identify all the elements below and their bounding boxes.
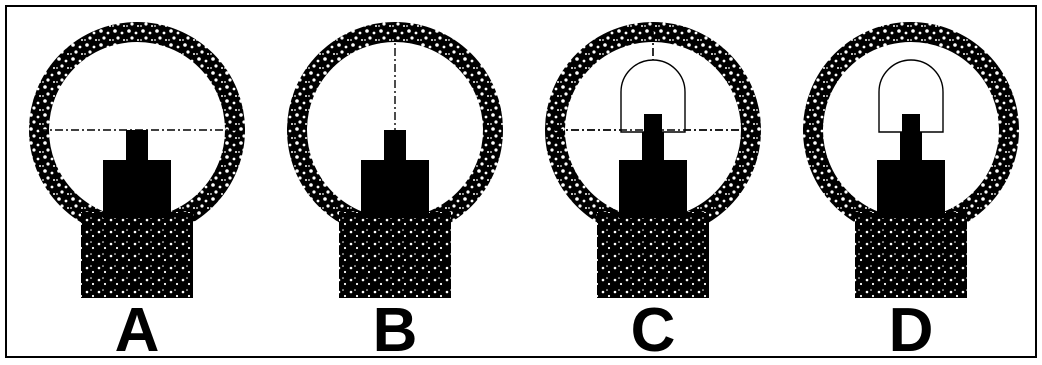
sight-base (855, 212, 967, 298)
panel-a (29, 22, 245, 298)
target-bulb-outline (620, 59, 686, 133)
sight-base (597, 212, 709, 298)
panel-b (287, 22, 503, 298)
panel-c (545, 22, 761, 298)
panel-d (803, 22, 1019, 298)
outer-border (5, 5, 1037, 358)
front-sight-post (103, 160, 171, 218)
front-sight-tip-overlay (902, 114, 920, 160)
front-sight-tip (126, 130, 148, 162)
panel-label-d: D (888, 296, 934, 365)
sight-base (339, 212, 451, 298)
sight-base (81, 212, 193, 298)
target-bulb-outline (878, 59, 944, 133)
front-sight-post (877, 160, 945, 218)
panels-layer (29, 22, 1019, 298)
panel-label-c: C (630, 296, 676, 365)
front-sight-tip-overlay (644, 114, 662, 160)
panel-label-b: B (372, 296, 418, 365)
panel-label-a: A (114, 296, 160, 365)
